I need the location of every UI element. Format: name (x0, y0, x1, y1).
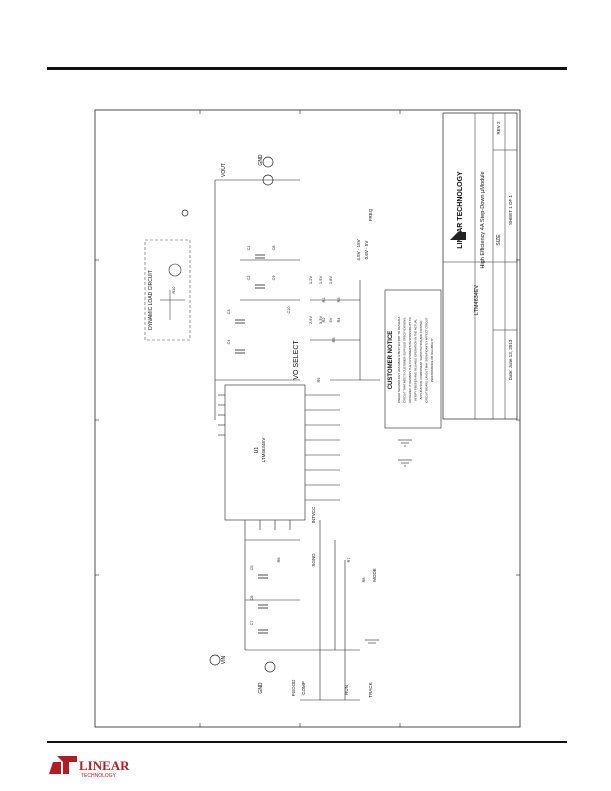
vo-select-label: VO SELECT (293, 340, 300, 380)
resistor-label: R4 (337, 318, 341, 323)
customer-notice-line: HOWEVER, IT REMAINS THE CUSTOMER'S RESPO… (408, 316, 412, 403)
capacitor-label: C10 (287, 307, 291, 314)
net-pgood: PGOOD (291, 679, 296, 697)
customer-notice-line: CIRCUIT THAT MEETS CUSTOMER-SUPPLIED SPE… (403, 317, 407, 403)
net-sgnd: SGND (311, 553, 316, 567)
customer-notice-line: CIRCUIT BOARD LAYOUT MAY SIGNIFICANTLY A… (425, 317, 429, 403)
capacitor-label: C9 (272, 276, 276, 281)
net-intvcc: INTVCC (311, 506, 316, 524)
vout-range: 0.6V - 5V (364, 241, 369, 260)
title-block-sheet: SHEET 1 OF 1 (508, 195, 513, 225)
title-block-date: Date: June 13, 2013 (508, 339, 513, 380)
resistor-label: R2 (322, 318, 326, 323)
customer-notice: CUSTOMER NOTICE LINEAR TECHNOLOGY HAS MA… (384, 289, 442, 429)
capacitor-label: C5 (250, 566, 254, 571)
net-gnd-in: GND (258, 682, 264, 694)
customer-notice-line: LINEAR TECHNOLOGY HAS MADE A BEST EFFORT… (397, 317, 401, 404)
net-run: RUN (344, 685, 349, 695)
main-wiring (214, 179, 380, 701)
dynamic-load-box: DYNAMIC LOAD CIRCUIT (144, 239, 191, 341)
j1-icon (181, 209, 189, 217)
vo-option-label: 1.2V (308, 276, 313, 285)
customer-notice-heading: CUSTOMER NOTICE (388, 331, 394, 390)
lt-logo-mark-icon (57, 756, 77, 774)
vo-option-label: 2.5V (308, 316, 313, 325)
q1-transistor-icon (168, 263, 182, 277)
capacitor-label: C4 (227, 340, 231, 345)
net-track: TRACK (368, 682, 373, 697)
net-freq: FREQ (368, 208, 373, 221)
resistor-label: R7 (347, 558, 351, 563)
capacitor-symbols (235, 254, 268, 634)
ground-symbols (365, 439, 412, 644)
footer-logo: LINEAR TECHNOLOGY (47, 752, 137, 780)
net-mode: MODE (372, 568, 377, 582)
resistor-label: R5 (332, 338, 336, 343)
title-block: LINEAR TECHNOLOGY High Efficiency 4A Ste… (442, 112, 518, 420)
dynamic-load-label: DYNAMIC LOAD CIRCUIT (148, 270, 154, 330)
customer-notice-line: VERIFY PROPER AND RELIABLE OPERATION IN … (414, 319, 418, 401)
net-vin: VIN (221, 655, 227, 664)
title-block-size: SIZE (496, 234, 502, 246)
capacitor-label: C8 (272, 246, 276, 251)
resistor-label: R8 (362, 578, 366, 583)
capacitor-label: C1 (247, 246, 251, 251)
customer-notice-line: PERFORMANCE OR RELIABILITY. (430, 338, 434, 383)
vo-option-label: 3.3V (318, 316, 323, 325)
resistor-label: R1 (322, 298, 326, 303)
vin-turret-icon (209, 654, 221, 666)
title-block-rev: REV 2 (496, 121, 501, 135)
resistor-label: R6 (277, 558, 281, 563)
gnd-turret-icon (262, 174, 274, 186)
footer-rule (47, 741, 567, 743)
vin-range: 4.5V - 15V (356, 239, 361, 260)
capacitor-label: C3 (227, 310, 231, 315)
vo-option-labels: 1.2V 1.5V 1.8V 2.5V 3.3V 5V (308, 276, 333, 325)
resistor-label: R3 (337, 298, 341, 303)
footer-logo-subtext: TECHNOLOGY (81, 773, 117, 779)
u1-part: LTM4634EV (261, 438, 266, 463)
lt-logo-icon (49, 762, 61, 774)
net-vout: VOUT (221, 163, 227, 177)
turret-connectors (181, 156, 276, 673)
gnd-in-turret-icon (264, 661, 276, 673)
vout-turret-icon (262, 156, 274, 168)
vo-option-label: 1.8V (328, 276, 333, 285)
title-block-part: LTM4634EV (474, 285, 480, 315)
footer-logo-text: LINEAR (79, 758, 130, 773)
resistor-label: R9 (317, 378, 321, 383)
vo-option-label: 1.5V (318, 276, 323, 285)
capacitor-label: C2 (247, 276, 251, 281)
title-block-company: LINEAR TECHNOLOGY (457, 171, 464, 249)
net-comp: COMP (301, 681, 306, 695)
header-rule (47, 67, 567, 70)
vo-option-label: 5V (328, 317, 333, 322)
customer-notice-line: APPLICATION. COMPONENT SUBSTITUTION AND … (419, 321, 423, 400)
sheet-border (94, 109, 521, 728)
title-block-title: High Efficiency 4A Step-Down µModule (480, 171, 486, 268)
title-block-logo-icon (450, 232, 466, 240)
resistor-label: R10 (172, 287, 176, 294)
capacitor-label: C6 (250, 596, 254, 601)
capacitor-label: C7 (250, 621, 254, 626)
net-gnd-out: GND (258, 154, 264, 166)
u1-ref: U1 (254, 447, 260, 454)
